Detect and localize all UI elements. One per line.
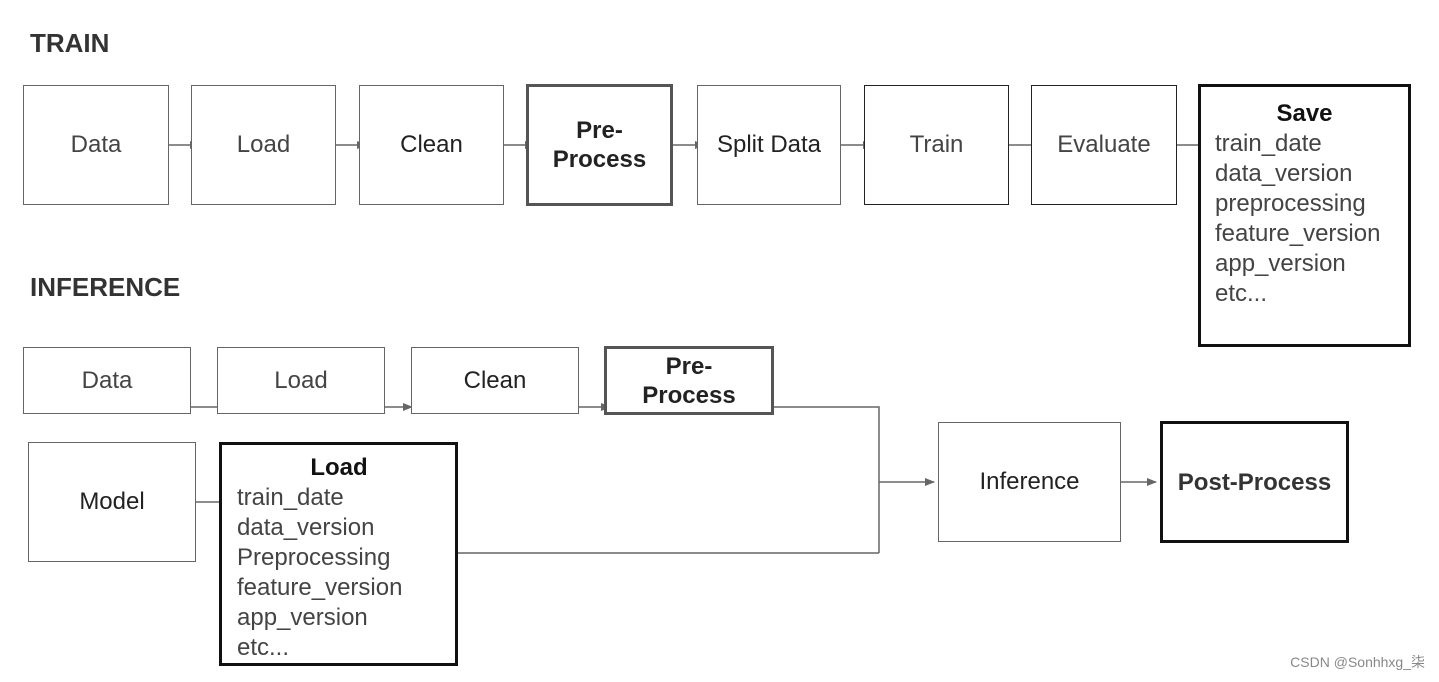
model-load-item-app-version: app_version [237,604,368,631]
inf-load-box: Load [217,347,385,414]
train-evaluate-box: Evaluate [1031,85,1177,205]
inference-section-title: INFERENCE [30,272,181,302]
model-load-item-feature-version: feature_version [237,574,403,601]
line-preprocess-merge [773,406,880,553]
train-split-label: Split Data [716,131,822,158]
inf-inference-box: Inference [938,422,1121,542]
inf-load-label: Load [274,366,328,394]
train-data-label: Data [70,131,122,158]
save-item-train-date: train_date [1215,130,1322,157]
model-load-title: Load [310,454,368,481]
inf-preprocess-label: Pre- Process [642,352,736,409]
inf-data-label: Data [81,366,133,394]
model-load-item-preprocessing: Preprocessing [237,544,391,571]
inf-preprocess-box: Pre- Process [604,346,774,415]
train-section-title: TRAIN [30,28,110,58]
model-load-item-train-date: train_date [237,484,344,511]
train-clean-label: Clean [400,131,463,158]
train-train-label: Train [909,131,964,158]
inf-model-label: Model [79,488,145,515]
train-train-box: Train [864,85,1009,205]
save-title: Save [1276,100,1333,127]
watermark: CSDN @Sonhhxg_柒 [1290,654,1425,670]
train-data-box: Data [23,85,169,205]
train-clean-box: Clean [359,85,504,205]
train-evaluate-label: Evaluate [1057,131,1151,158]
inf-clean-label: Clean [463,366,527,394]
train-load-box: Load [191,85,336,205]
save-item-preprocessing: preprocessing [1215,190,1366,217]
train-split-box: Split Data [697,85,841,205]
inf-inference-label: Inference [979,468,1080,495]
inf-postprocess-box: Post-Process [1160,421,1349,543]
train-preprocess-label: Pre- Process [552,117,647,173]
inf-model-box: Model [28,442,196,562]
inf-data-box: Data [23,347,191,414]
train-preprocess-box: Pre- Process [526,84,673,206]
save-item-data-version: data_version [1215,160,1353,187]
inf-postprocess-label: Post-Process [1177,468,1332,496]
save-item-feature-version: feature_version [1215,220,1381,247]
save-item-etc: etc... [1215,280,1268,307]
save-item-app-version: app_version [1215,250,1346,277]
model-load-item-etc: etc... [237,634,290,661]
train-load-label: Load [236,131,291,158]
train-save-box: Save train_date data_version preprocessi… [1198,84,1411,347]
inf-clean-box: Clean [411,347,579,414]
model-load-item-data-version: data_version [237,514,375,541]
inf-model-load-box: Load train_date data_version Preprocessi… [219,442,458,666]
